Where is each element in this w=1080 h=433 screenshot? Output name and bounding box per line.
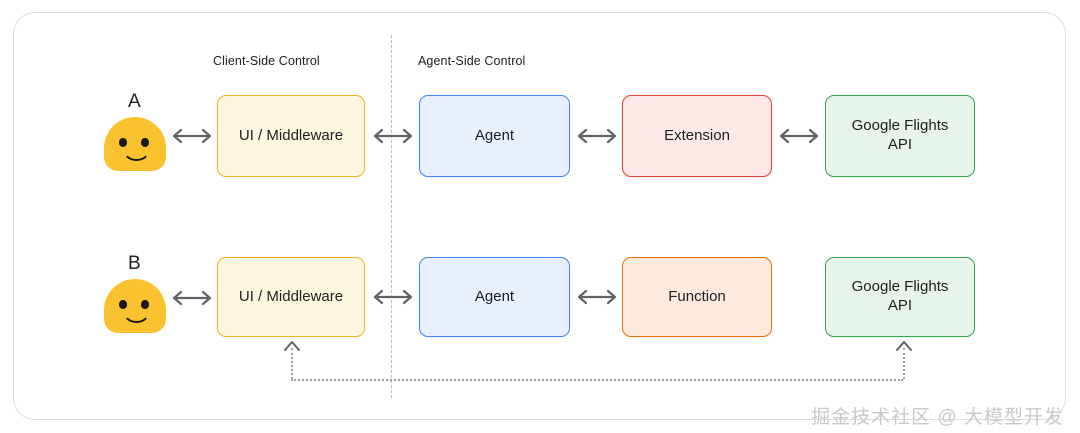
feedback-path-horizontal bbox=[291, 379, 903, 381]
arrow-agent-to-extension-a bbox=[574, 125, 620, 147]
node-extension-a[interactable]: Extension bbox=[622, 95, 772, 177]
node-label-line1: Google Flights bbox=[851, 278, 949, 296]
node-label: UI / Middleware bbox=[238, 287, 344, 305]
arrow-user-to-ui-a bbox=[168, 125, 216, 147]
node-label: UI / Middleware bbox=[238, 126, 344, 144]
arrow-ui-to-agent-a bbox=[370, 125, 416, 147]
client-agent-divider bbox=[391, 35, 392, 398]
node-label-line1: Google Flights bbox=[851, 117, 949, 135]
node-agent-b[interactable]: Agent bbox=[419, 257, 570, 337]
feedback-arrow-right-icon bbox=[894, 339, 914, 358]
node-label-line2: API bbox=[887, 297, 913, 314]
diagram-panel bbox=[13, 12, 1066, 420]
arrow-ui-to-agent-b bbox=[370, 286, 416, 308]
node-label-line2: API bbox=[887, 136, 913, 153]
feedback-path-right-stem bbox=[903, 348, 905, 379]
watermark: 掘金技术社区 @ 大模型开发 bbox=[811, 407, 1064, 428]
section-title-agent-side: Agent-Side Control bbox=[418, 54, 526, 68]
node-google-flights-api-b[interactable]: Google Flights API bbox=[825, 257, 975, 337]
user-emoji-icon bbox=[104, 117, 166, 171]
section-title-client-side: Client-Side Control bbox=[213, 54, 320, 68]
node-google-flights-api-a[interactable]: Google Flights API bbox=[825, 95, 975, 177]
node-label: Agent bbox=[474, 287, 515, 305]
node-label: Extension bbox=[664, 126, 730, 144]
user-emoji-icon bbox=[104, 279, 166, 333]
arrow-extension-to-api-a bbox=[776, 125, 822, 147]
feedback-arrow-left-icon bbox=[282, 339, 302, 358]
row-label-b: B bbox=[128, 253, 141, 274]
feedback-path-left-stem bbox=[291, 348, 293, 379]
arrow-user-to-ui-b bbox=[168, 287, 216, 309]
node-label: Function bbox=[668, 287, 726, 305]
node-ui-middleware-a[interactable]: UI / Middleware bbox=[217, 95, 365, 177]
node-agent-a[interactable]: Agent bbox=[419, 95, 570, 177]
arrow-agent-to-function-b bbox=[574, 286, 620, 308]
node-ui-middleware-b[interactable]: UI / Middleware bbox=[217, 257, 365, 337]
row-label-a: A bbox=[128, 91, 141, 112]
node-function-b[interactable]: Function bbox=[622, 257, 772, 337]
node-label: Agent bbox=[474, 126, 515, 144]
